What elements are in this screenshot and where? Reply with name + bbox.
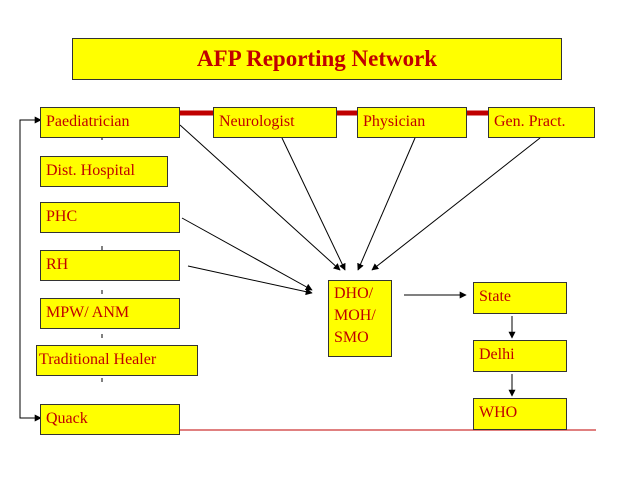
node-rh: RH	[40, 250, 180, 281]
node-gen-pract: Gen. Pract.	[488, 107, 595, 138]
node-phc: PHC	[40, 202, 180, 233]
node-dho-moh-smo: DHO/ MOH/ SMO	[328, 280, 392, 357]
dho-line-1: DHO/	[334, 285, 374, 302]
node-state: State	[473, 282, 567, 314]
node-who: WHO	[473, 398, 567, 430]
node-paediatrician: Paediatrician	[40, 107, 180, 138]
diagram-title: AFP Reporting Network	[72, 38, 562, 80]
node-physician: Physician	[357, 107, 467, 138]
arrow-rh-to-dho	[187, 265, 313, 296]
node-dist-hospital: Dist. Hospital	[40, 156, 168, 187]
arrow-neurologist-to-dho	[281, 137, 346, 271]
dho-line-2: MOH/	[334, 307, 376, 324]
feedback-bracket	[19, 116, 42, 422]
dho-line-3: SMO	[334, 329, 369, 346]
node-traditional-healer: Traditional Healer	[36, 345, 198, 376]
node-mpw-anm: MPW/ ANM	[40, 298, 180, 329]
node-delhi: Delhi	[473, 340, 567, 372]
arrow-genpract-to-dho	[371, 137, 541, 271]
arrow-phc-to-dho	[181, 217, 313, 291]
node-neurologist: Neurologist	[213, 107, 337, 138]
arrow-physician-to-dho	[357, 137, 416, 271]
arrow-paediatrician-to-dho	[179, 124, 341, 271]
node-quack: Quack	[40, 404, 180, 435]
